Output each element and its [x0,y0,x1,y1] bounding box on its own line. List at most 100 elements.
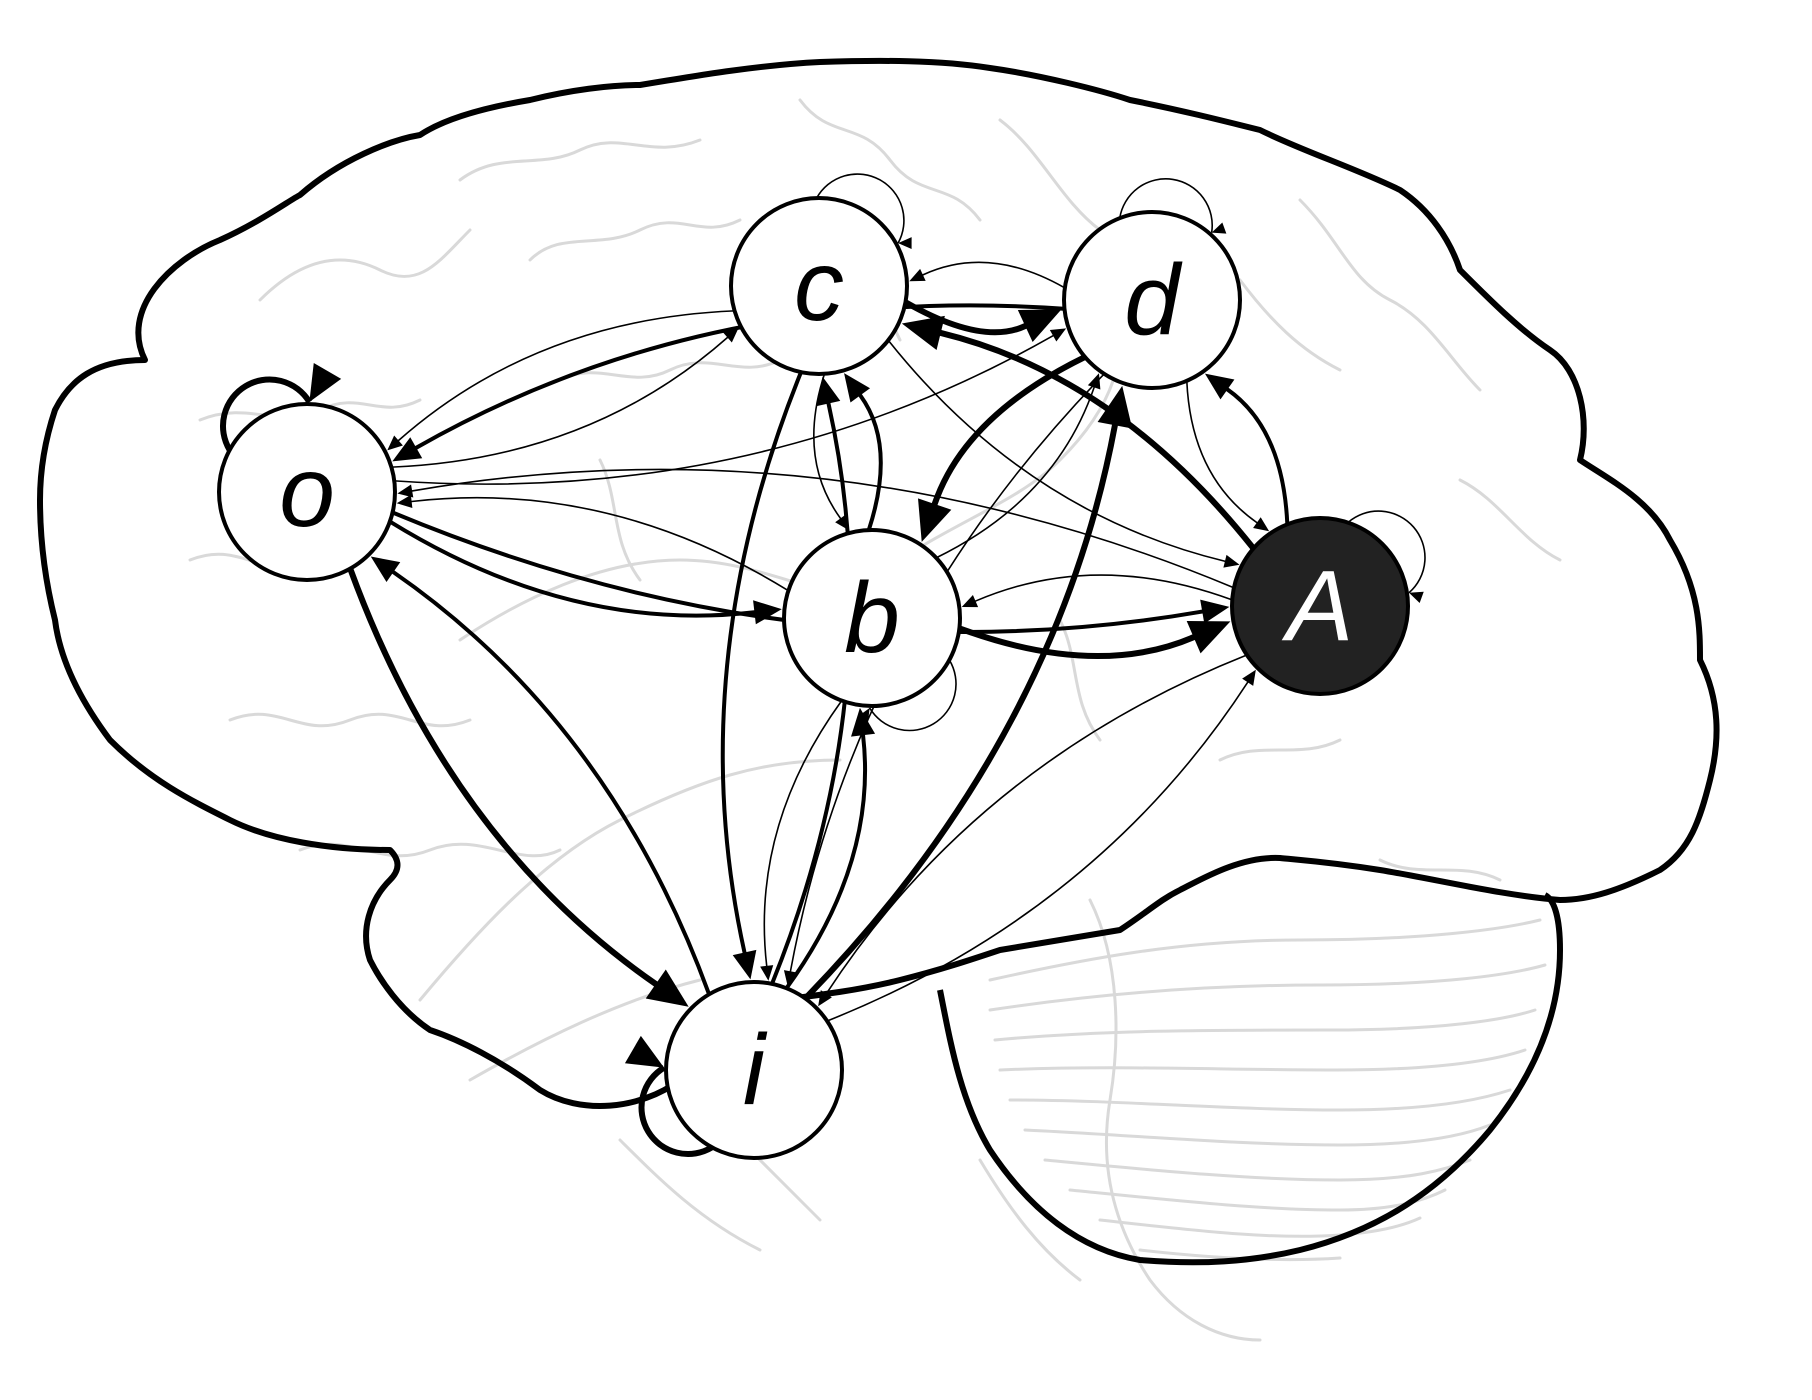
node-d: d [1062,210,1242,390]
edge-d-to-A [1186,380,1270,532]
arrowhead-i-to-d [1097,385,1133,429]
edge-line-b-to-o [410,496,789,592]
self-loop-c [815,173,912,250]
arrowhead-b-to-c [844,373,871,403]
edge-i-to-b [784,707,876,990]
edge-A-to-c [901,315,1256,551]
arrowhead-c-to-i [732,949,757,980]
arrowhead-A-to-o [397,484,414,498]
edge-o-to-d [393,328,1067,485]
edge-line-A-to-d [1225,387,1290,526]
node-circle-o [217,402,397,582]
arrowhead-d-to-c [909,268,926,282]
edge-line-b-to-d [935,386,1095,559]
arrowhead-b-to-A [1186,621,1231,654]
arrowhead-A-to-i [818,990,832,1007]
node-b: b [782,528,962,708]
edge-A-to-o [397,468,1235,589]
edge-line-d-to-A [1186,380,1258,524]
self-loop-arrowhead-A [1409,591,1424,603]
arrowhead-A-to-b [961,595,979,608]
edge-d-to-o [392,303,1066,462]
node-label-o: o [279,436,335,548]
edge-line-c-to-i [720,370,803,955]
node-circle-i [664,980,844,1160]
edge-line-b-to-i [763,700,843,967]
edge-A-to-b [961,574,1233,608]
edge-line-o-to-c [391,336,729,468]
edge-b-to-i [760,700,843,981]
node-o: o [217,402,397,582]
arrowhead-A-to-c [901,315,945,351]
edge-line-i-to-d [802,422,1118,1001]
edge-line-o-to-b [388,519,757,618]
edge-line-d-to-c [922,261,1066,289]
arrowhead-o-to-b [753,600,782,625]
self-loop-line-d [1118,178,1213,233]
self-loop-arrowhead-d [1211,222,1227,234]
node-circle-A [1230,516,1410,696]
self-loop-arrowhead-c [898,237,912,250]
self-loop-line-o [220,376,312,452]
edge-line-o-to-d [393,334,1054,485]
edge-line-i-to-b [784,733,868,990]
node-label-i: i [743,1014,768,1126]
edge-line-A-to-b [974,574,1233,602]
edge-A-to-d [1204,373,1290,526]
edge-b-to-c [844,373,883,532]
self-loop-line-i [638,1065,714,1157]
self-loop-arrowhead-i [624,1035,665,1068]
edge-line-c-to-A [887,339,1226,563]
edge-line-i-to-A [826,681,1249,1022]
cerebellum-outline [937,892,1563,1266]
edge-line-c-to-o [397,310,735,442]
arrowhead-b-to-o [396,494,413,509]
edge-i-to-d [802,385,1133,1001]
edge-line-c-to-b [813,373,842,520]
arrowhead-i-to-o [370,556,401,583]
edge-c-to-o [387,310,735,451]
edge-line-A-to-o [411,468,1235,589]
arrowhead-d-to-A [1253,517,1270,532]
self-loop-b [857,659,957,732]
self-loop-line-c [815,173,905,244]
node-A: A [1230,516,1410,696]
arrowhead-b-to-i [760,965,774,981]
edge-line-A-to-i [825,654,1248,995]
edge-i-to-o [370,556,711,996]
self-loop-o [220,362,342,452]
self-loop-line-b [868,659,957,732]
node-circle-c [729,196,909,376]
edge-b-to-o [396,494,789,592]
node-circle-d [1062,210,1242,390]
edge-line-A-to-c [937,329,1256,551]
self-loop-arrowhead-o [309,362,342,403]
self-loop-A [1347,510,1426,603]
edge-b-to-A [957,621,1231,660]
arrowhead-A-to-d [1204,373,1235,400]
edge-c-to-i [720,370,803,980]
arrowhead-i-to-b [851,707,876,737]
arrowhead-o-to-d [1049,328,1067,342]
self-loop-line-A [1347,510,1426,594]
edge-o-to-b [388,519,782,625]
edge-line-c-to-d [903,299,1029,336]
edge-line-i-to-o [391,570,711,996]
arrowhead-o-to-i [645,969,689,1007]
edge-line-b-to-A [957,625,1197,660]
arrowhead-c-to-A [1223,554,1240,568]
edge-o-to-i [347,566,689,1007]
node-label-A: A [1282,550,1354,662]
self-loop-d [1118,178,1227,234]
arrowhead-i-to-A [1242,669,1256,686]
arrowhead-i-to-c [816,376,841,407]
arrowhead-d-to-i [783,970,797,987]
edge-c-to-A [887,339,1240,568]
edge-line-o-to-i [347,566,659,987]
arrowhead-o-to-c [723,327,739,343]
edge-line-d-to-o [414,303,1066,450]
self-loop-arrowhead-b [857,707,870,723]
node-c: c [729,196,909,376]
